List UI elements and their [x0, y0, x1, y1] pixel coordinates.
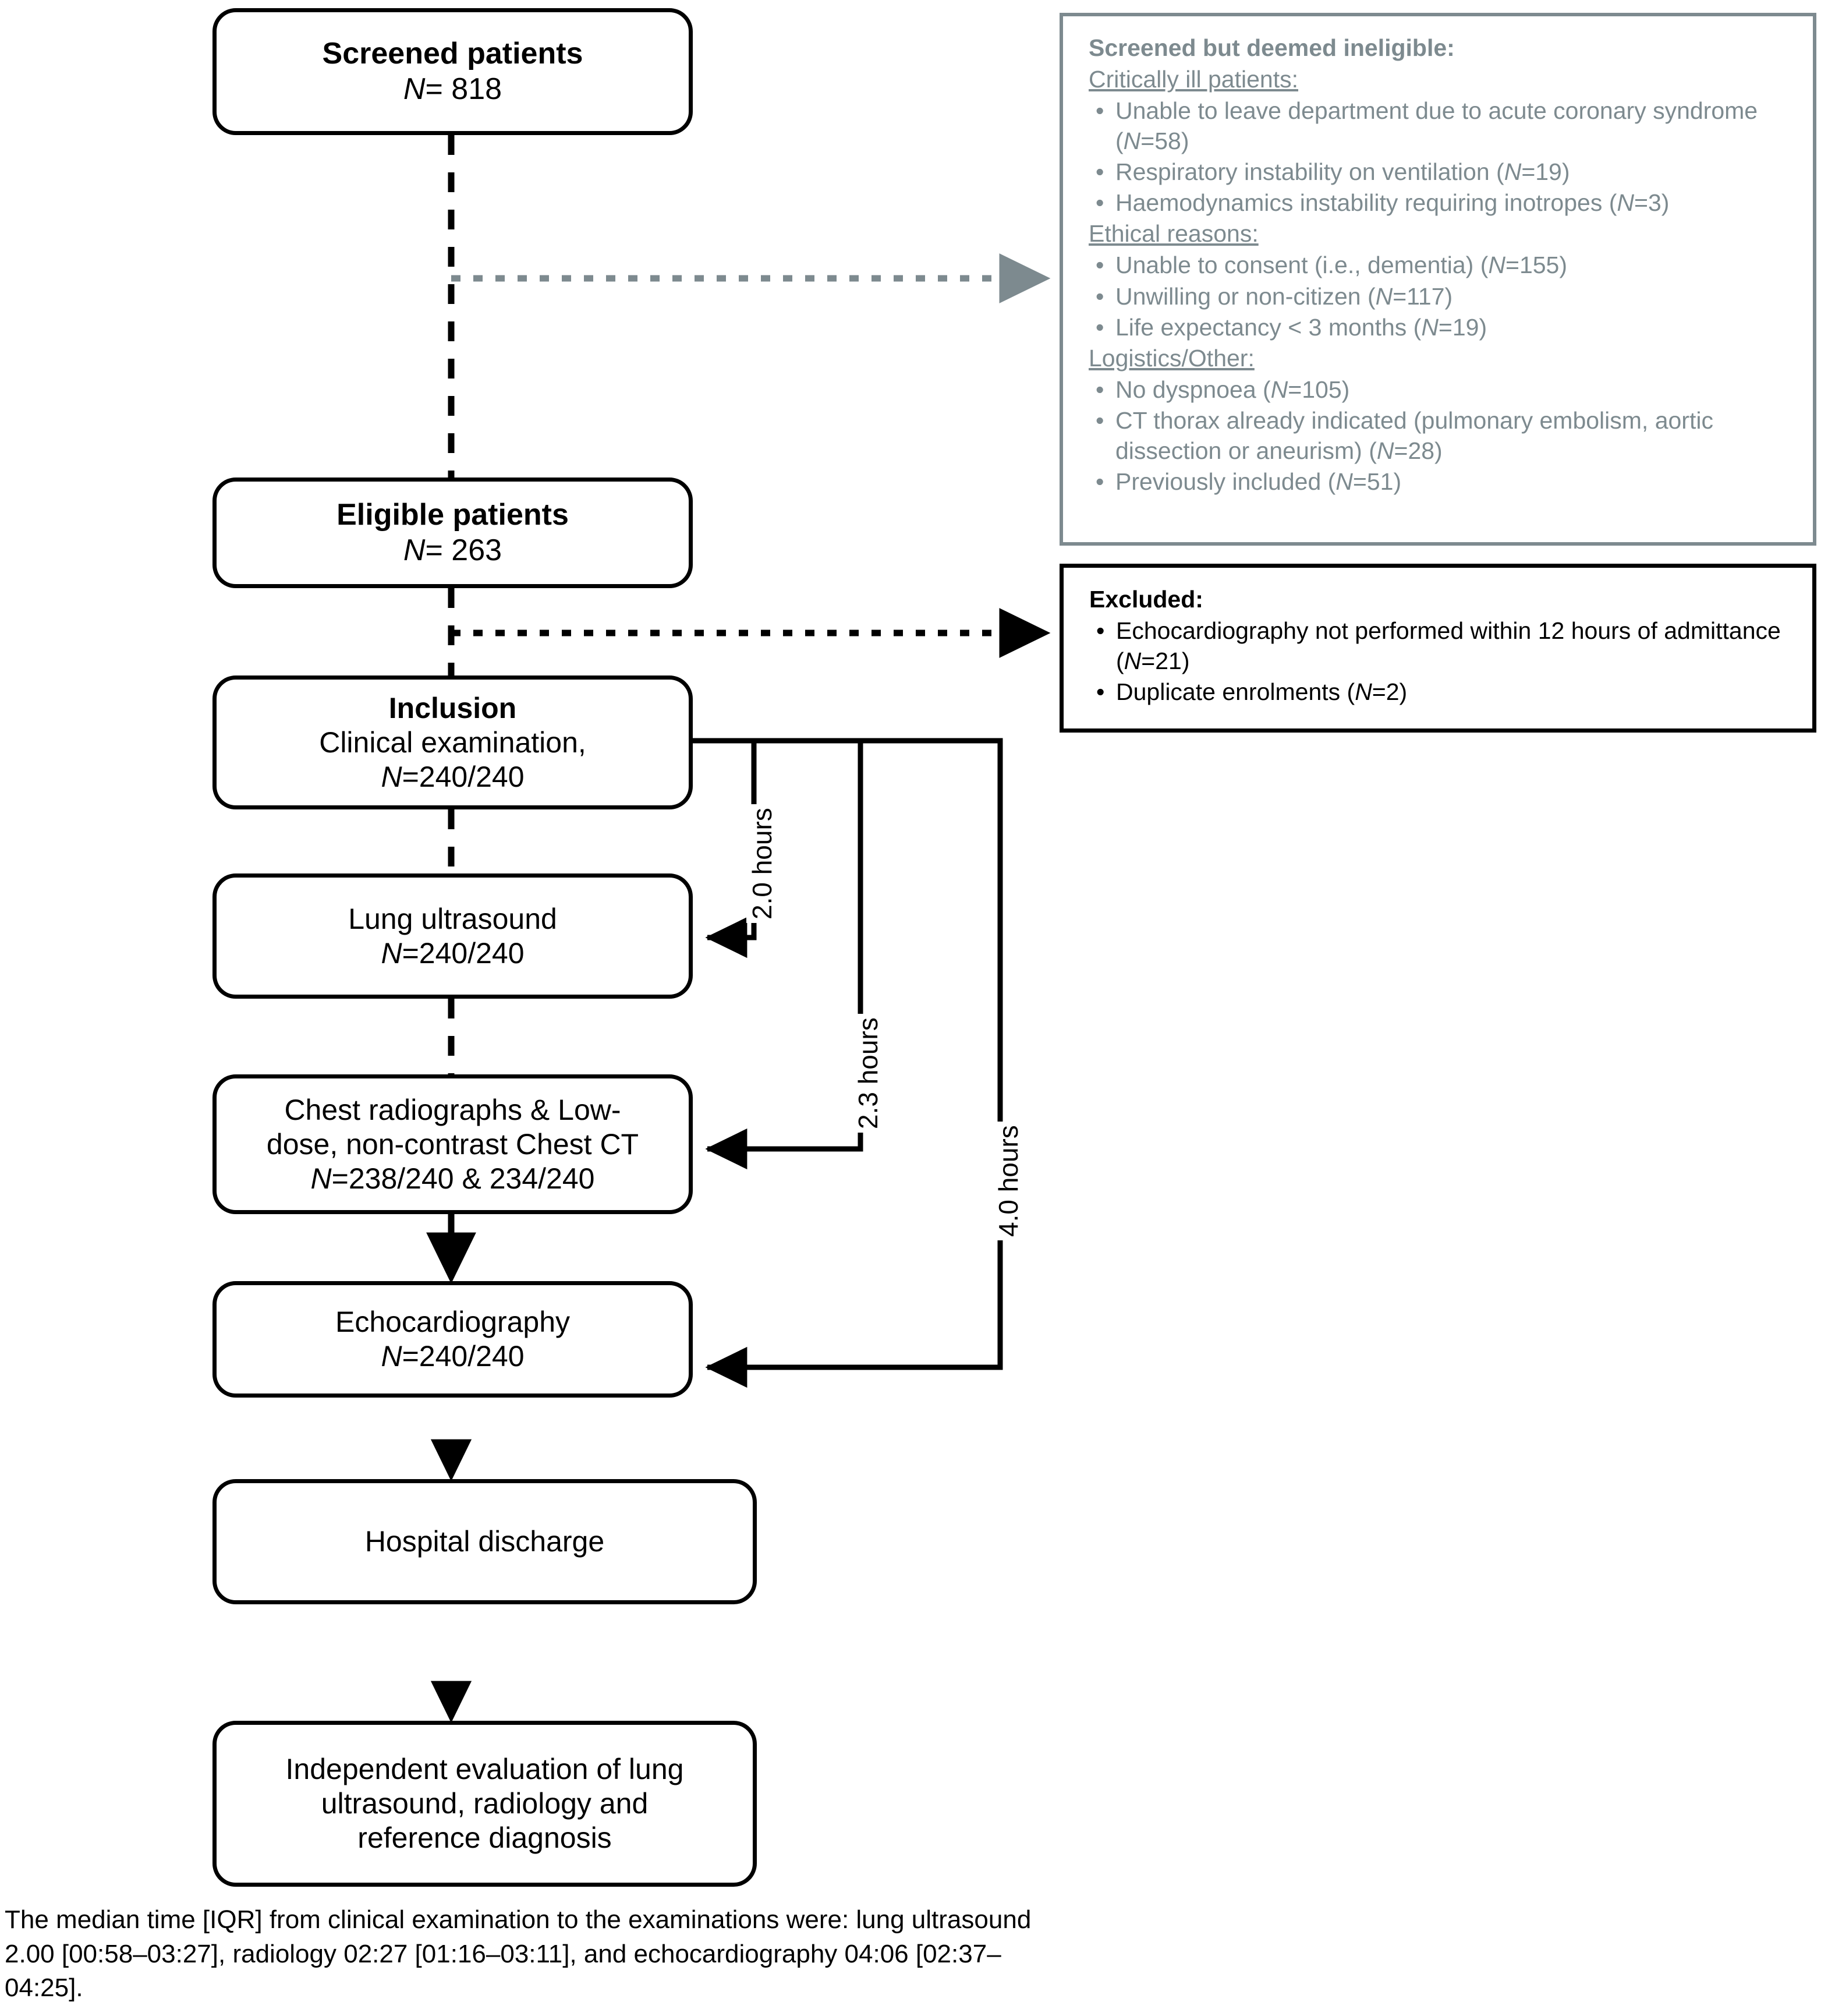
list-item: Unable to consent (i.e., dementia) (N=15… [1096, 250, 1795, 280]
node-eligible-count: N= 263 [403, 533, 502, 567]
node-cxr-count: N=238/240 & 234/240 [310, 1162, 595, 1195]
node-screened-count: N= 818 [403, 72, 502, 106]
ineligible-group-list-logistics: No dyspnoea (N=105)CT thorax already ind… [1089, 374, 1795, 497]
node-inclusion[interactable]: Inclusion Clinical examination, N=240/24… [212, 675, 693, 809]
ineligible-group-list-critically-ill: Unable to leave department due to acute … [1089, 96, 1795, 218]
node-lus-count-value: =240/240 [402, 936, 525, 970]
list-item: CT thorax already indicated (pulmonary e… [1096, 405, 1795, 466]
node-hospital-discharge[interactable]: Hospital discharge [212, 1479, 757, 1604]
node-chest-radiographs-ct[interactable]: Chest radiographs & Low- dose, non-contr… [212, 1074, 693, 1214]
list-item: Echocardiography not performed within 12… [1096, 616, 1795, 676]
list-item: No dyspnoea (N=105) [1096, 374, 1795, 405]
ineligible-group-title-ethical: Ethical reasons: [1089, 220, 1259, 247]
node-eligible-count-value: = 263 [425, 533, 502, 567]
node-evaluation-line2: ultrasound, radiology and [321, 1787, 649, 1820]
node-eligible-title: Eligible patients [336, 497, 569, 532]
list-item: Haemodynamics instability requiring inot… [1096, 188, 1795, 218]
list-item: Unwilling or non-citizen (N=117) [1096, 281, 1795, 312]
node-screened-patients[interactable]: Screened patients N= 818 [212, 8, 693, 135]
list-item: Unable to leave department due to acute … [1096, 96, 1795, 156]
node-eligible-patients[interactable]: Eligible patients N= 263 [212, 478, 693, 588]
edge-label-echo-time: 4.0 hours [993, 1122, 1024, 1240]
node-evaluation-line1: Independent evaluation of lung [285, 1753, 684, 1785]
node-cxr-line2: dose, non-contrast Chest CT [266, 1127, 639, 1161]
node-inclusion-subtitle: Clinical examination, [319, 726, 586, 759]
node-screened-title: Screened patients [322, 36, 583, 70]
node-screened-count-value: = 818 [425, 72, 502, 106]
edge-label-cxr-time: 2.3 hours [852, 1014, 884, 1133]
node-lus-count: N=240/240 [381, 936, 525, 970]
node-echo-count-value: =240/240 [402, 1340, 525, 1373]
figure-caption: The median time [IQR] from clinical exam… [5, 1905, 1032, 2003]
panel-excluded: Excluded: Echocardiography not performed… [1060, 564, 1816, 733]
node-inclusion-count-value: =240/240 [402, 760, 525, 793]
node-echocardiography[interactable]: Echocardiography N=240/240 [212, 1281, 693, 1398]
node-inclusion-count: N=240/240 [381, 760, 525, 793]
node-lus-title: Lung ultrasound [348, 902, 557, 935]
ineligible-group-title-critically-ill: Critically ill patients: [1089, 66, 1298, 93]
list-item: Life expectancy < 3 months (N=19) [1096, 312, 1795, 342]
node-evaluation-line3: reference diagnosis [357, 1822, 612, 1854]
node-cxr-count-value: =238/240 & 234/240 [331, 1162, 595, 1195]
node-lung-ultrasound[interactable]: Lung ultrasound N=240/240 [212, 873, 693, 999]
node-discharge-title: Hospital discharge [364, 1525, 605, 1558]
edge-label-lus-time: 2.0 hours [746, 804, 778, 923]
excluded-list: Echocardiography not performed within 12… [1089, 616, 1795, 707]
ineligible-group-list-ethical: Unable to consent (i.e., dementia) (N=15… [1089, 250, 1795, 342]
node-cxr-line1: Chest radiographs & Low- [284, 1093, 621, 1126]
list-item: Respiratory instability on ventilation (… [1096, 157, 1795, 187]
node-echo-title: Echocardiography [335, 1306, 571, 1338]
excluded-panel-header: Excluded: [1089, 586, 1203, 613]
list-item: Duplicate enrolments (N=2) [1096, 677, 1795, 707]
panel-screened-ineligible: Screened but deemed ineligible: Critical… [1060, 13, 1816, 546]
ineligible-group-title-logistics: Logistics/Other: [1089, 344, 1255, 372]
node-echo-count: N=240/240 [381, 1340, 525, 1373]
ineligible-panel-header: Screened but deemed ineligible: [1089, 34, 1455, 61]
node-independent-evaluation[interactable]: Independent evaluation of lung ultrasoun… [212, 1721, 757, 1887]
list-item: Previously included (N=51) [1096, 466, 1795, 497]
node-inclusion-title: Inclusion [388, 691, 517, 724]
